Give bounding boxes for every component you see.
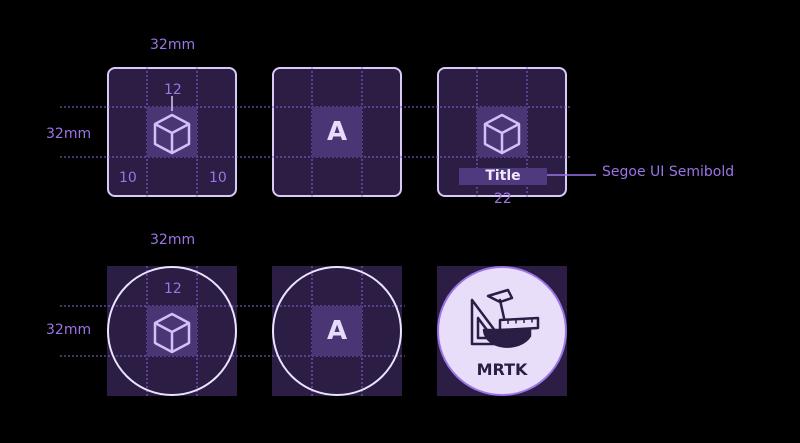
cube-icon xyxy=(483,113,521,155)
title-label: Title xyxy=(459,168,547,185)
circle-outline xyxy=(272,266,402,396)
mrtk-logo-text: MRTK xyxy=(476,360,528,379)
width-dimension-label: 32mm xyxy=(150,37,196,53)
icon-size-label: 12 xyxy=(164,281,182,297)
glyph-area-highlight xyxy=(312,306,362,356)
title-height-label: 22 xyxy=(494,191,512,207)
left-margin-label: 10 xyxy=(119,170,137,186)
glyph-letter: A xyxy=(326,117,348,147)
width-dimension-label: 32mm xyxy=(150,232,196,248)
cube-icon xyxy=(153,312,191,354)
circle-outline xyxy=(107,266,237,396)
glyph-area-highlight xyxy=(312,107,362,157)
icon-size-label: 12 xyxy=(164,82,182,98)
right-margin-label: 10 xyxy=(209,170,227,186)
cube-icon xyxy=(153,113,191,155)
mrtk-tools-icon xyxy=(470,288,540,348)
mrtk-ruler-ticks xyxy=(507,318,533,324)
glyph-letter: A xyxy=(326,316,348,346)
font-annotation: Segoe UI Semibold xyxy=(602,164,735,180)
height-dimension-label: 32mm xyxy=(46,126,92,142)
height-dimension-label: 32mm xyxy=(46,322,92,338)
